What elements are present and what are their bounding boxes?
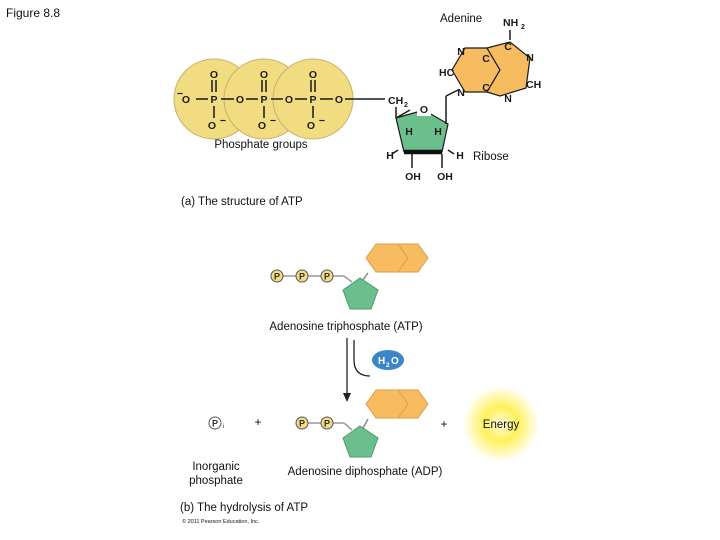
water-h: H [378,356,385,367]
phosphate-symbol: P [324,272,330,282]
phosphate-symbol: P [274,272,280,282]
water-o: O [391,356,399,367]
atom-o: O [309,69,317,81]
atom-n: N [457,46,465,58]
phosphate-groups: O O O O − P O P O P O O − O − O − [173,58,385,140]
phosphate-circle-icon [320,269,334,283]
phosphate-groups-label: Phosphate groups [214,139,308,151]
adenine-hexagon-icon [397,389,429,419]
phosphate-circle-icon [208,416,222,430]
subscript-two: 2 [521,24,525,31]
atom-c: C [482,82,490,94]
ribose-structure: CH 2 O H H H H OH OH [386,95,464,183]
ribose-pentagon-icon [342,425,379,458]
adenine-hexagon-icon [397,243,429,273]
atom-h: H [386,150,394,162]
atom-n: N [504,93,512,105]
atom-n: N [457,87,465,99]
atom-oh: OH [405,171,421,183]
down-arrow-icon [343,338,371,402]
plus-sign: + [440,417,447,431]
atom-ch: CH [388,95,403,107]
atom-nh: NH [503,17,518,29]
ribose-pentagon-icon [342,277,379,310]
copyright-text: © 2011 Pearson Education, Inc. [182,518,260,525]
charge-minus: − [319,115,325,127]
phosphate-symbol: P [324,419,330,429]
atom-p: P [309,94,316,106]
adp-molecule: P P [295,389,429,458]
water-oval-icon: H 2 O [372,350,404,370]
water-two: 2 [386,362,390,369]
atom-oh: OH [437,171,453,183]
inorganic-phosphate-label-line1: Inorganic [192,461,240,473]
subscript-two: 2 [404,102,408,109]
atom-n: N [526,52,534,64]
atom-c: C [482,53,490,65]
phosphate-circle-icon [295,416,309,430]
energy-label: Energy [483,419,520,431]
adenine-five-ring [486,41,531,97]
charge-minus: − [220,115,226,127]
figure-label: Figure 8.8 [6,6,60,20]
part-a-caption: (a) The structure of ATP [181,196,303,208]
atom-o: O [258,120,266,132]
adenine-label: Adenine [440,13,482,25]
plus-sign: + [254,415,261,429]
atom-p: P [260,94,267,106]
phosphate-symbol: P [299,419,305,429]
energy-glow-icon [463,386,539,462]
charge-minus: − [270,115,276,127]
atom-h: H [405,126,413,138]
charge-minus: − [177,88,183,100]
inorganic-phosphate-label-line2: phosphate [189,475,243,487]
atom-o: O [236,94,244,106]
phosphate-circle-icon [320,416,334,430]
atom-o: O [182,94,190,106]
part-b-caption: (b) The hydrolysis of ATP [180,502,308,514]
atom-o: O [260,69,268,81]
atom-hc: HC [439,67,455,79]
atom-o: O [420,104,428,116]
atp-molecule: P P P [270,243,429,310]
ribose-label: Ribose [473,151,509,163]
atom-o: O [335,94,343,106]
atom-o: O [307,120,315,132]
phosphate-circle-icon [295,269,309,283]
atp-label: Adenosine triphosphate (ATP) [269,321,422,333]
atom-o: O [210,69,218,81]
atom-h: H [456,150,464,162]
atom-c: C [504,41,512,53]
phosphate-circle-icon [270,269,284,283]
adp-label: Adenosine diphosphate (ADP) [288,466,443,478]
phosphate-symbol: P [212,419,218,429]
atom-o: O [208,120,216,132]
adenine-structure: N C C N HC N C N CH NH 2 [439,17,541,105]
inorganic-phosphate: P i [208,416,224,430]
atom-h: H [434,126,442,138]
atom-o: O [285,94,293,106]
phosphate-symbol: P [299,272,305,282]
atom-ch: CH [526,79,541,91]
atom-p: P [210,94,217,106]
pi-subscript: i [223,424,224,430]
